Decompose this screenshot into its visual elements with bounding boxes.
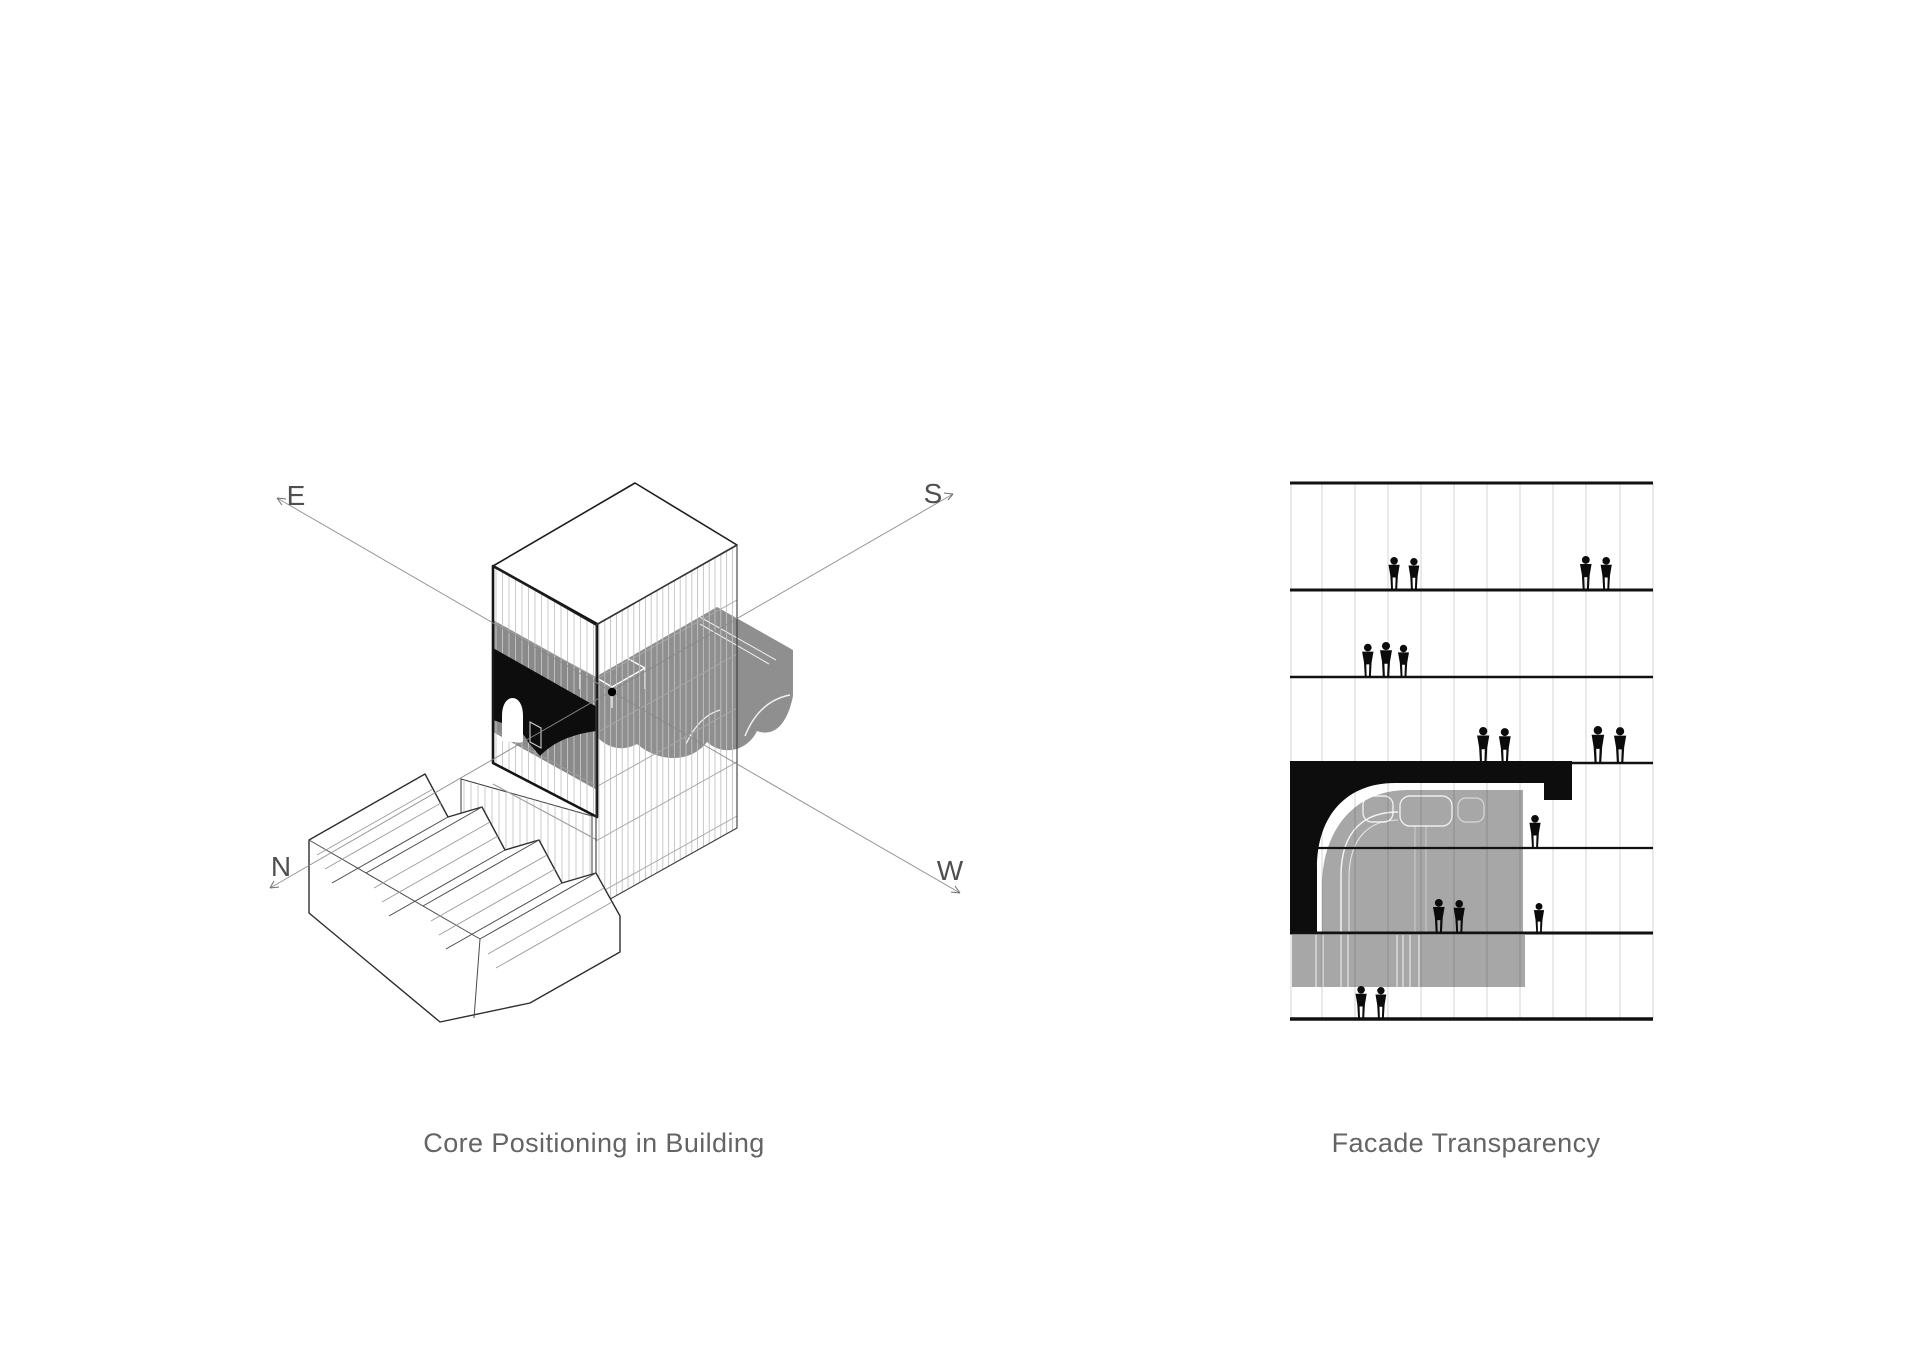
- sawtooth-glazing: [316, 788, 613, 969]
- sawtooth-building: [308, 773, 621, 1023]
- core-basement-gray: [1292, 935, 1525, 987]
- compass-label-e: E: [287, 480, 306, 511]
- arrow-e: [276, 497, 287, 506]
- people-group: [1580, 556, 1612, 590]
- sawtooth-silhouette: [308, 773, 621, 1023]
- basement-white-lines: [1315, 935, 1420, 987]
- people-group: [1591, 726, 1627, 763]
- arrow-w: [950, 885, 961, 894]
- core-plate-gray: [597, 607, 793, 758]
- left-panel-caption: Core Positioning in Building: [423, 1128, 765, 1158]
- arrow-n: [269, 880, 280, 889]
- core-arch-opening: [502, 698, 523, 743]
- floor-lines: [1290, 481, 1653, 1021]
- people-silhouettes: [1355, 556, 1627, 1019]
- facade-core-black: [1290, 761, 1572, 933]
- people-group: [1362, 642, 1409, 677]
- compass-labels: E S N W: [271, 478, 964, 886]
- tower-se-hatch: [598, 547, 733, 906]
- right-panel-caption: Facade Transparency: [1331, 1128, 1601, 1158]
- compass-arrowheads: [269, 492, 961, 894]
- core-position-dot: [607, 687, 617, 697]
- compass-label-s: S: [924, 478, 943, 509]
- people-group: [1433, 899, 1465, 933]
- compass-label-w: W: [937, 855, 964, 886]
- person-silhouette: [1529, 815, 1541, 848]
- core-interior-outlines: [1340, 795, 1485, 933]
- person-silhouette: [1533, 903, 1545, 933]
- facade-plane-outline: [491, 564, 599, 819]
- sawtooth-ridges: [308, 806, 597, 1019]
- core-glass-gray: [1322, 790, 1523, 933]
- compass-label-n: N: [271, 851, 291, 882]
- tower-se-outline: [595, 544, 738, 908]
- tower-top-face: [493, 483, 737, 625]
- people-group: [1477, 727, 1511, 763]
- facade-elevation-diagram: [1290, 481, 1654, 1021]
- ew-axis: [276, 497, 961, 894]
- small-door-outline: [529, 721, 542, 749]
- people-group: [1355, 986, 1387, 1019]
- arrow-s: [943, 492, 954, 501]
- people-group: [1388, 557, 1420, 590]
- axonometric-core-diagram: E S N W: [269, 478, 964, 1023]
